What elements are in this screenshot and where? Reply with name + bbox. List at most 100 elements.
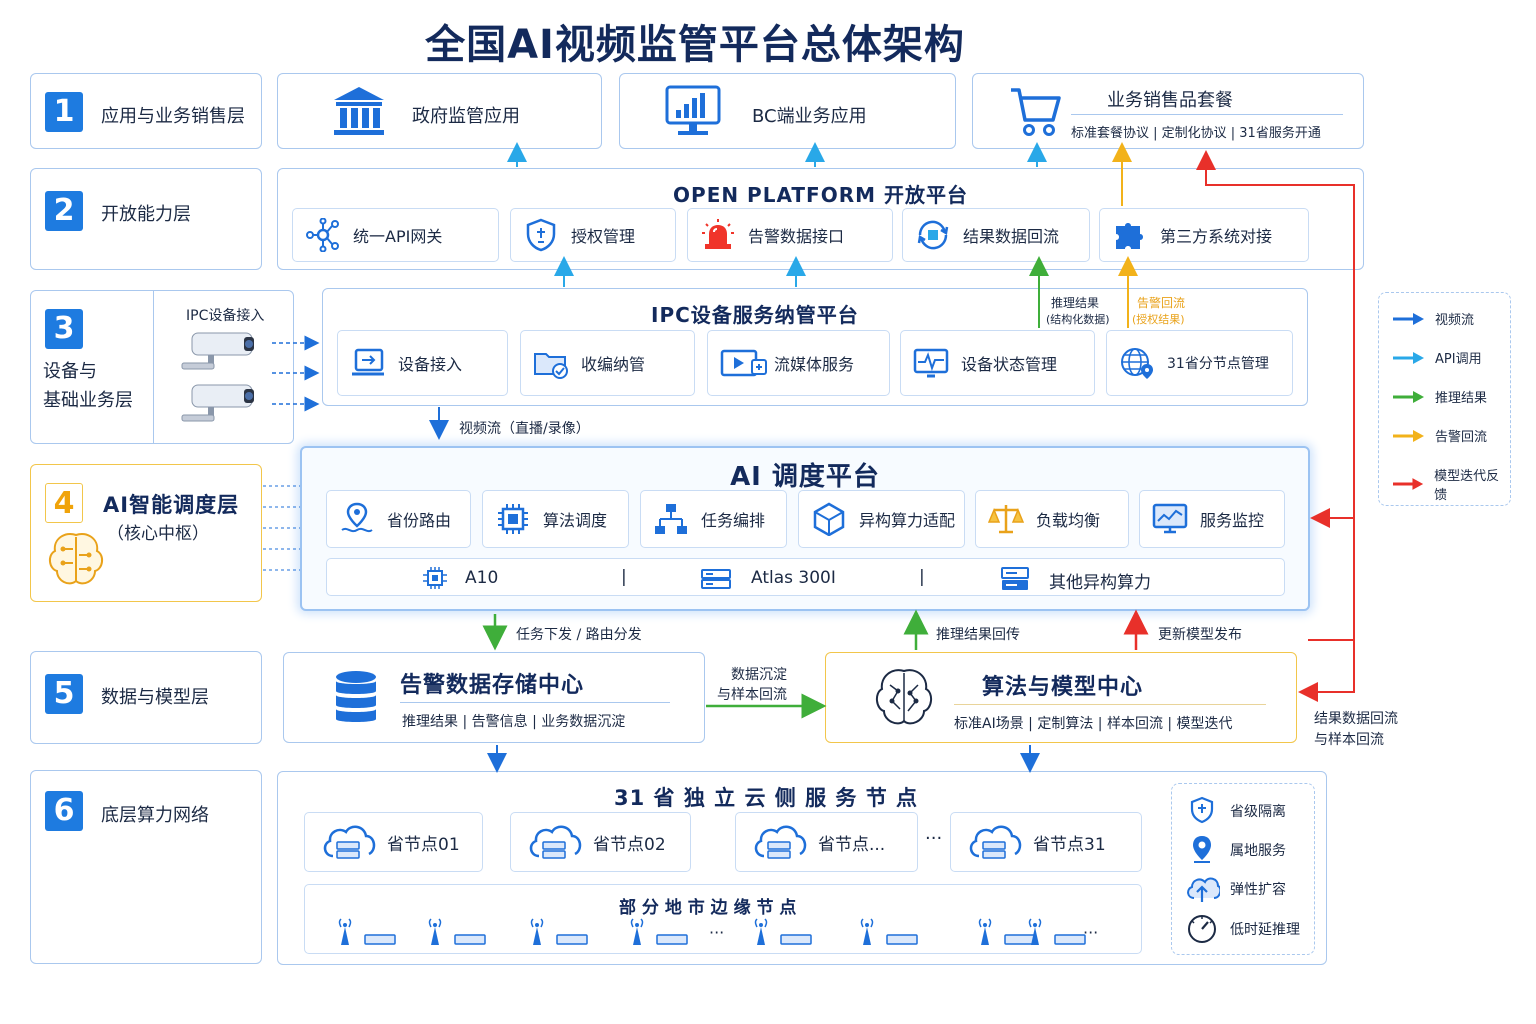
feature-panel: 省级隔离 属地服务 弹性扩容 低时延推理 [1171, 783, 1315, 955]
legend-item: 模型迭代反馈 [1393, 465, 1510, 503]
layer-name-line2: 基础业务层 [43, 390, 133, 411]
brain-chip-icon [49, 533, 103, 585]
province-node-02: 省节点02 [510, 812, 691, 872]
layer-name: 数据与模型层 [101, 687, 209, 708]
layer-name: 应用与业务销售层 [101, 106, 245, 127]
module-service-monitor: 服务监控 [1139, 490, 1285, 548]
server-rack-icon [1001, 567, 1029, 590]
module-onboarding: 收编纳管 [520, 330, 695, 396]
module-label: 设备状态管理 [961, 355, 1058, 374]
legend-item: 推理结果 [1393, 387, 1487, 406]
layer-number: 5 [45, 674, 83, 714]
antenna-device-icon [428, 918, 486, 945]
module-label: 省份路由 [387, 511, 452, 530]
monitor-chart-icon [665, 85, 721, 135]
module-label: 算法调度 [543, 511, 608, 530]
legend-label: 视频流 [1435, 313, 1475, 328]
database-icon [336, 671, 376, 722]
device-login-icon [350, 346, 386, 380]
route-pin-icon [339, 502, 375, 536]
node-ellipsis: ··· [925, 828, 943, 849]
monitor-pulse-icon [913, 346, 949, 380]
gov-app-box: 政府监管应用 [277, 73, 602, 149]
module-label: 服务监控 [1200, 511, 1265, 530]
model-center-box: 算法与模型中心 标准AI场景 | 定制算法 | 样本回流 | 模型迭代 [825, 652, 1297, 743]
province-node-more: 省节点... [735, 812, 918, 872]
province-node-01: 省节点01 [304, 812, 483, 872]
layer-label-2: 2 开放能力层 [30, 168, 262, 270]
compute-separator: | [621, 567, 627, 587]
edge-device [751, 917, 815, 947]
module-result-return: 结果数据回流 [902, 208, 1090, 262]
refresh-cycle-icon [915, 218, 951, 252]
puzzle-icon [1112, 218, 1148, 252]
task-dispatch-label: 任务下发 / 路由分发 [516, 627, 642, 643]
layer-number: 4 [45, 483, 83, 523]
layer-name-line1: 设备与 [43, 361, 97, 382]
layer-label-3: 3 设备与 基础业务层 IPC设备接入 [30, 290, 294, 444]
infer-result-label: 推理结果 [1051, 296, 1100, 310]
legend-item: API调用 [1393, 348, 1482, 367]
module-load-balance: 负载均衡 [975, 490, 1129, 548]
edge-device [527, 917, 591, 947]
legend-item: 视频流 [1393, 309, 1474, 328]
layer-name: 开放能力层 [101, 204, 191, 225]
cloud-server-icon [965, 825, 1025, 859]
layer-number: 1 [45, 92, 83, 132]
cloud-server-icon [750, 825, 810, 859]
legend-arrow-icon [1393, 429, 1424, 442]
compute-atlas: Atlas 300I [751, 568, 836, 588]
result-return-label-2: 与样本回流 [1314, 732, 1384, 748]
infer-result-sublabel: (结构化数据) [1046, 313, 1110, 326]
ipc-platform-title: IPC设备服务纳管平台 [651, 303, 859, 327]
legend-label: 告警回流 [1435, 430, 1488, 445]
node-label: 省节点02 [593, 834, 666, 855]
antenna-device-icon [530, 918, 588, 945]
infer-return-label: 推理结果回传 [936, 627, 1020, 643]
edge-ellipsis: ··· [709, 923, 725, 942]
module-algorithm-dispatch: 算法调度 [482, 490, 629, 548]
ai-brain-icon [876, 669, 932, 725]
feature-label: 属地服务 [1230, 843, 1286, 859]
layer-name: 底层算力网络 [101, 805, 209, 826]
legend-label: 模型迭代反馈 [1434, 469, 1500, 503]
edge-device [425, 917, 489, 947]
chip-icon [495, 502, 531, 536]
edge-device [627, 917, 691, 947]
legend-label: API调用 [1435, 352, 1482, 367]
balance-scale-icon [988, 502, 1024, 536]
monitor-chart-icon [1152, 502, 1188, 536]
module-label: 告警数据接口 [748, 227, 845, 246]
module-label: 授权管理 [571, 227, 636, 246]
module-label: 统一API网关 [353, 227, 443, 246]
shield-icon [523, 218, 559, 252]
alarm-storage-items: 推理结果 | 告警信息 | 业务数据沉淀 [402, 714, 626, 730]
module-device-status: 设备状态管理 [900, 330, 1095, 396]
module-label: 31省分节点管理 [1167, 356, 1269, 372]
node-label: 省节点... [818, 834, 886, 855]
module-label: 收编纳管 [581, 355, 646, 374]
legend: 视频流 API调用推理结果告警回流模型迭代反馈 [1378, 292, 1511, 506]
module-label: 异构算力适配 [859, 511, 956, 530]
cube-icon [811, 502, 847, 536]
module-province-nodes: 31省分节点管理 [1106, 330, 1293, 396]
legend-arrow-icon [1393, 478, 1424, 490]
data-sample-label-2: 与样本回流 [717, 687, 787, 703]
alarm-storage-title: 告警数据存储中心 [400, 673, 585, 698]
edge-nodes-title: 部 分 地 市 边 缘 节 点 [619, 898, 797, 918]
cloud-nodes-title: 31 省 独 立 云 侧 服 务 节 点 [614, 786, 919, 810]
compute-a10: A10 [465, 568, 499, 588]
ai-dispatch-title: AI 调度平台 [730, 462, 880, 492]
video-flow-label: 视频流（直播/录像） [459, 421, 590, 437]
layer-label-5: 5 数据与模型层 [30, 651, 262, 744]
node-label: 省节点31 [1033, 834, 1106, 855]
node-label: 省节点01 [387, 834, 460, 855]
result-return-label-1: 结果数据回流 [1314, 711, 1398, 727]
cloud-server-icon [319, 825, 379, 859]
module-province-routing: 省份路由 [326, 490, 471, 548]
layer-label-1: 1 应用与业务销售层 [30, 73, 262, 149]
data-sample-label-1: 数据沉淀 [731, 667, 787, 683]
module-streaming: 流媒体服务 [707, 330, 890, 396]
edge-device [857, 917, 921, 947]
layer-label-4: 4 AI智能调度层 （核心中枢） [30, 464, 262, 602]
